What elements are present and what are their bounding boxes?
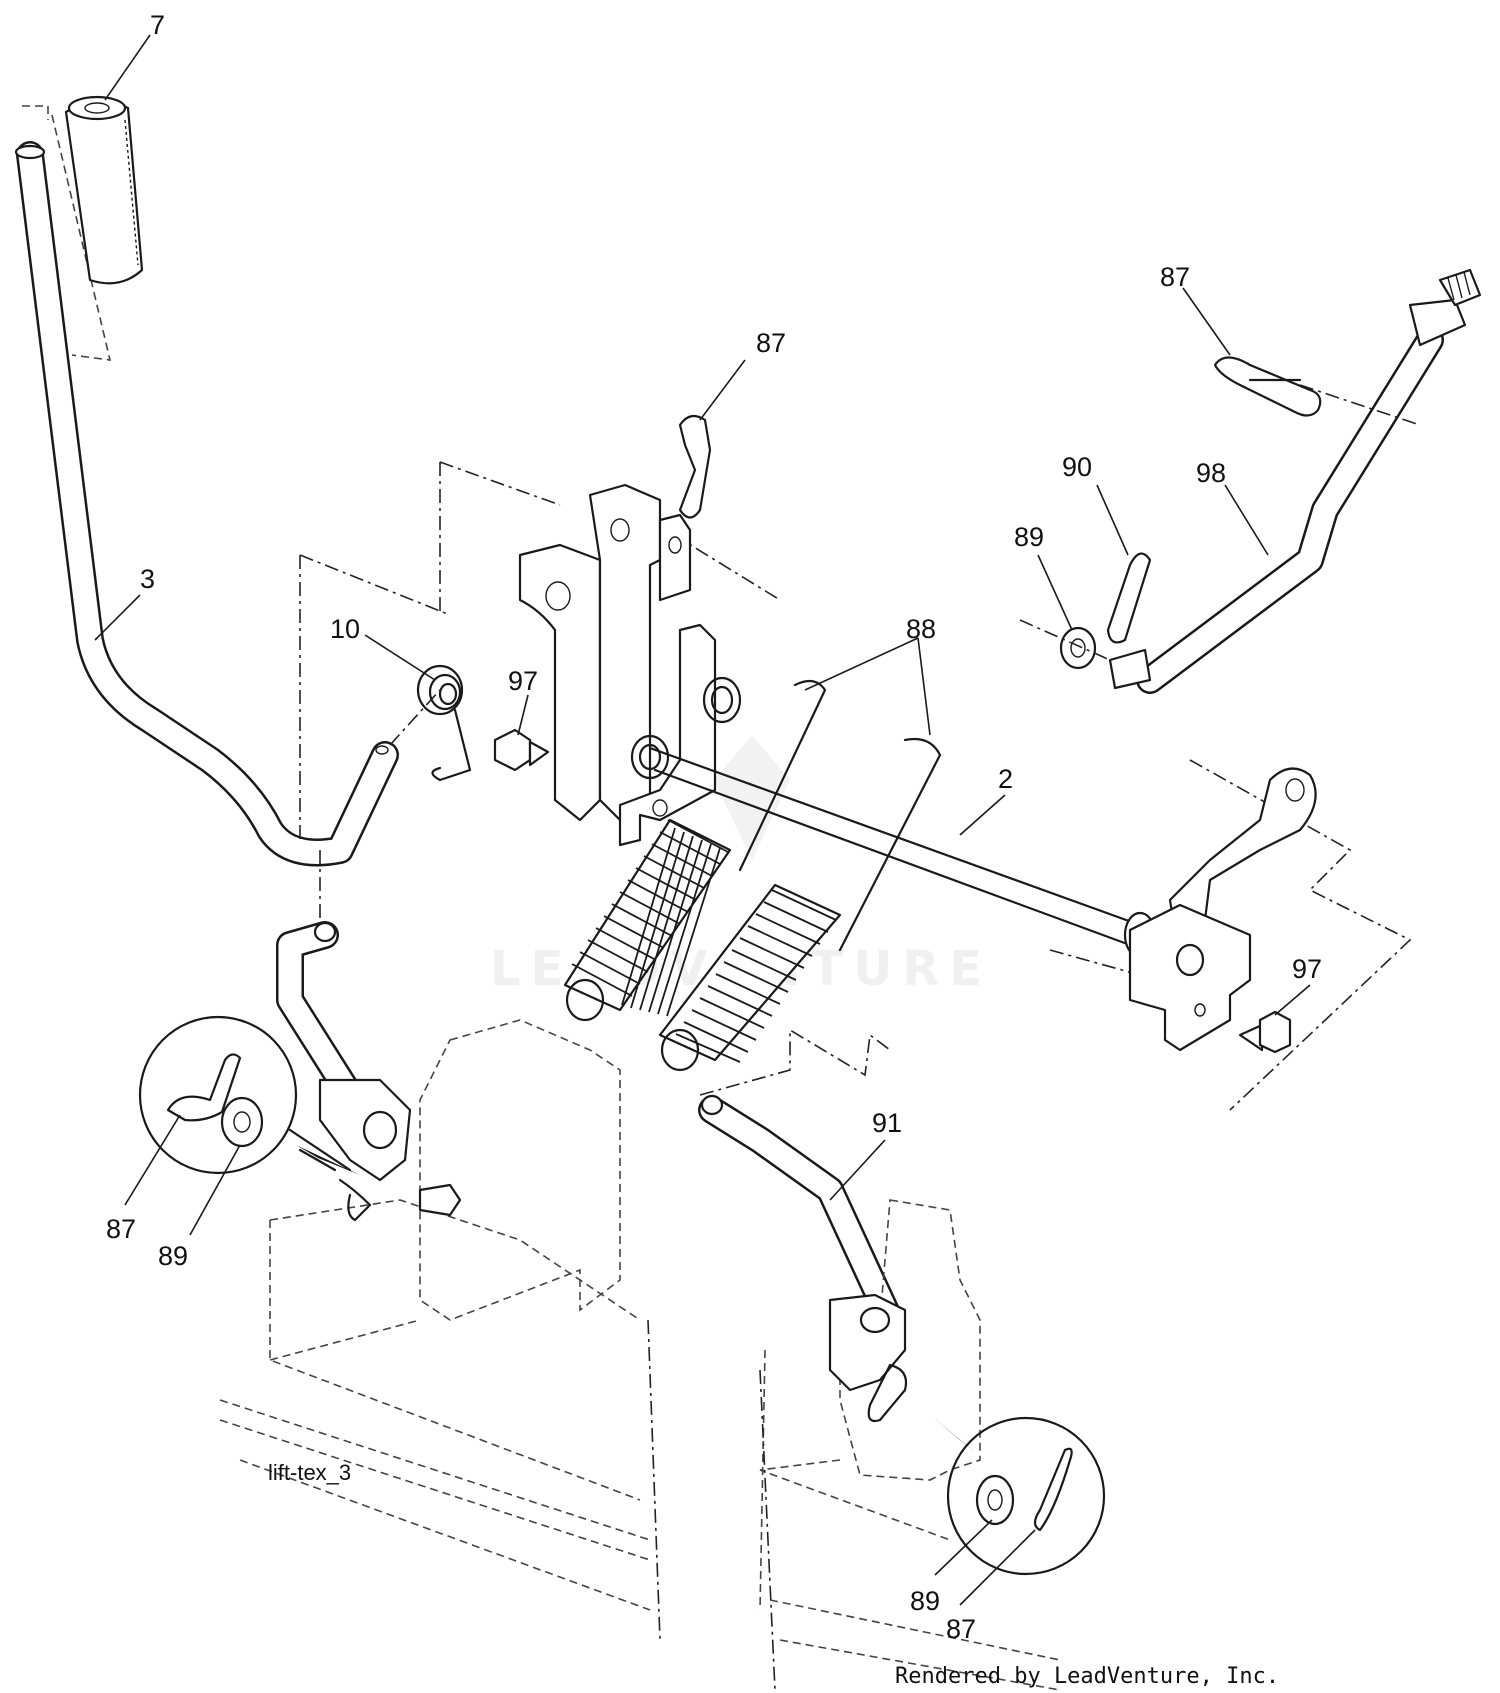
left-deck-ghost (219, 1019, 661, 1641)
left-link-rod (276, 850, 364, 1109)
part-91-link-rod (698, 1028, 904, 1334)
callout-88: 88 (906, 614, 936, 644)
leader-lines (94, 34, 1311, 1606)
callout-89-left-detail: 89 (158, 1241, 188, 1271)
part-97-bolt-left (493, 728, 550, 772)
callout-2: 2 (998, 764, 1013, 794)
right-deck-ghost (759, 1199, 1061, 1691)
callout-87-top-right: 87 (1160, 262, 1190, 292)
callout-87-right-detail: 87 (946, 1614, 976, 1644)
callout-97-left: 97 (508, 666, 538, 696)
callout-10: 10 (330, 614, 360, 644)
right-bracket (1128, 767, 1317, 1052)
callout-87-left-detail: 87 (106, 1214, 136, 1244)
part-98-rod (1108, 268, 1482, 694)
detail-circle-right (930, 1415, 1106, 1576)
part-89-90-hardware-top (1019, 552, 1152, 670)
detail-circle-left (138, 1015, 360, 1175)
callout-87-top: 87 (756, 328, 786, 358)
callout-89-right-detail: 89 (910, 1586, 940, 1616)
callout-91: 91 (872, 1108, 902, 1138)
callout-7: 7 (150, 10, 165, 40)
part-3-lift-lever (14, 141, 441, 867)
part-87-clip-top-right (1213, 356, 1322, 417)
callout-98: 98 (1196, 458, 1226, 488)
callout-97-right: 97 (1292, 954, 1322, 984)
part-97-bolt-right (1238, 1010, 1292, 1054)
center-bracket (299, 461, 781, 847)
callout-labels: 7 87 87 3 10 97 88 90 98 89 2 97 91 87 8… (106, 10, 1322, 1644)
part-7-grip (22, 95, 144, 361)
callout-3: 3 (140, 564, 155, 594)
render-credit: Rendered by LeadVenture, Inc. (895, 1664, 1279, 1689)
part-10-spring (416, 664, 472, 782)
part-88-springs (563, 679, 942, 1072)
diagram-caption: lift-tex_3 (268, 1460, 351, 1485)
callout-90: 90 (1062, 452, 1092, 482)
callout-89-top: 89 (1014, 522, 1044, 552)
part-87-clip-top (678, 414, 712, 519)
